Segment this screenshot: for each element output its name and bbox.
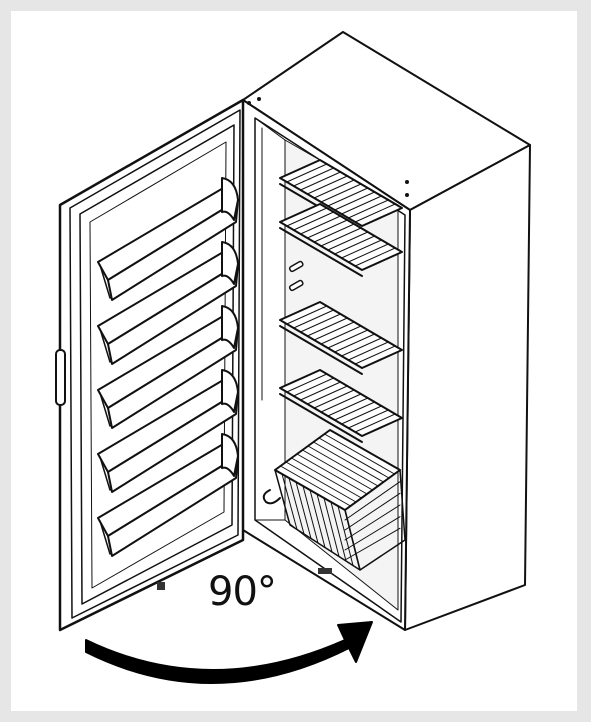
door-hinge-icon	[157, 582, 165, 590]
door	[55, 98, 245, 632]
door-bin	[97, 305, 239, 429]
door-bins	[97, 177, 239, 557]
foot-icon	[318, 568, 332, 574]
cabinet	[242, 31, 531, 631]
door-gasket-inner	[79, 124, 235, 605]
shelf-support-icon	[288, 279, 304, 292]
wire-shelves	[279, 159, 403, 443]
door-bin	[97, 241, 239, 365]
curved-arrow-icon	[85, 621, 373, 685]
shelf-support-icon	[288, 260, 304, 273]
screw-icon	[257, 97, 261, 101]
basket-side	[344, 469, 406, 571]
wire-basket	[262, 429, 406, 571]
door-gasket-outer	[69, 109, 241, 619]
screw-icon	[247, 101, 251, 105]
door-bin	[97, 369, 239, 493]
door-bin	[97, 177, 239, 301]
wire-shelf	[279, 369, 403, 443]
wire-shelf	[279, 301, 403, 375]
screw-icon	[405, 193, 409, 197]
door-handle-icon	[55, 349, 66, 406]
door-liner	[89, 141, 227, 589]
inner-edge-top	[254, 117, 286, 141]
cabinet-right-side	[404, 144, 531, 631]
door-bin	[97, 433, 239, 557]
wire-shelf	[279, 203, 403, 277]
basket-handle-icon	[262, 489, 281, 505]
angle-label: 90°	[208, 569, 277, 615]
screw-icon	[405, 180, 409, 184]
basket-wires	[280, 433, 401, 566]
